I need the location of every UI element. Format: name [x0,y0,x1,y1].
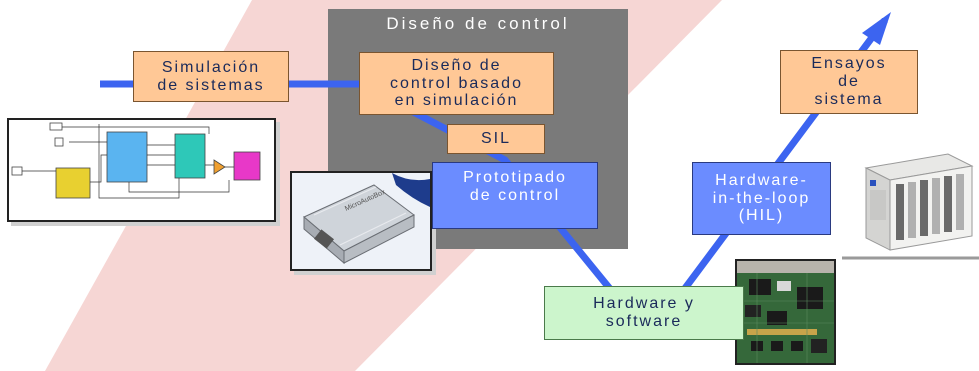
simulation-based-design-box: Diseño de control basado en simulación [359,52,554,115]
control-design-title: Diseño de control [386,14,570,34]
arrow-head [862,12,891,45]
hil-box: Hardware- in-the-loop (HIL) [692,162,831,235]
hardware-software-box: Hardware y software [544,286,744,340]
hil-chassis-image [856,150,976,255]
system-simulation-box: Simulación de sistemas [133,51,289,102]
circuit-board-image [735,259,836,365]
simulink-diagram-image [7,118,276,222]
system-tests-box: Ensayos de sistema [780,50,918,114]
prototype-unit-image: MicroAutoBox [290,171,432,271]
control-prototyping-box: Prototipado de control [432,162,598,229]
sil-box: SIL [447,124,545,154]
